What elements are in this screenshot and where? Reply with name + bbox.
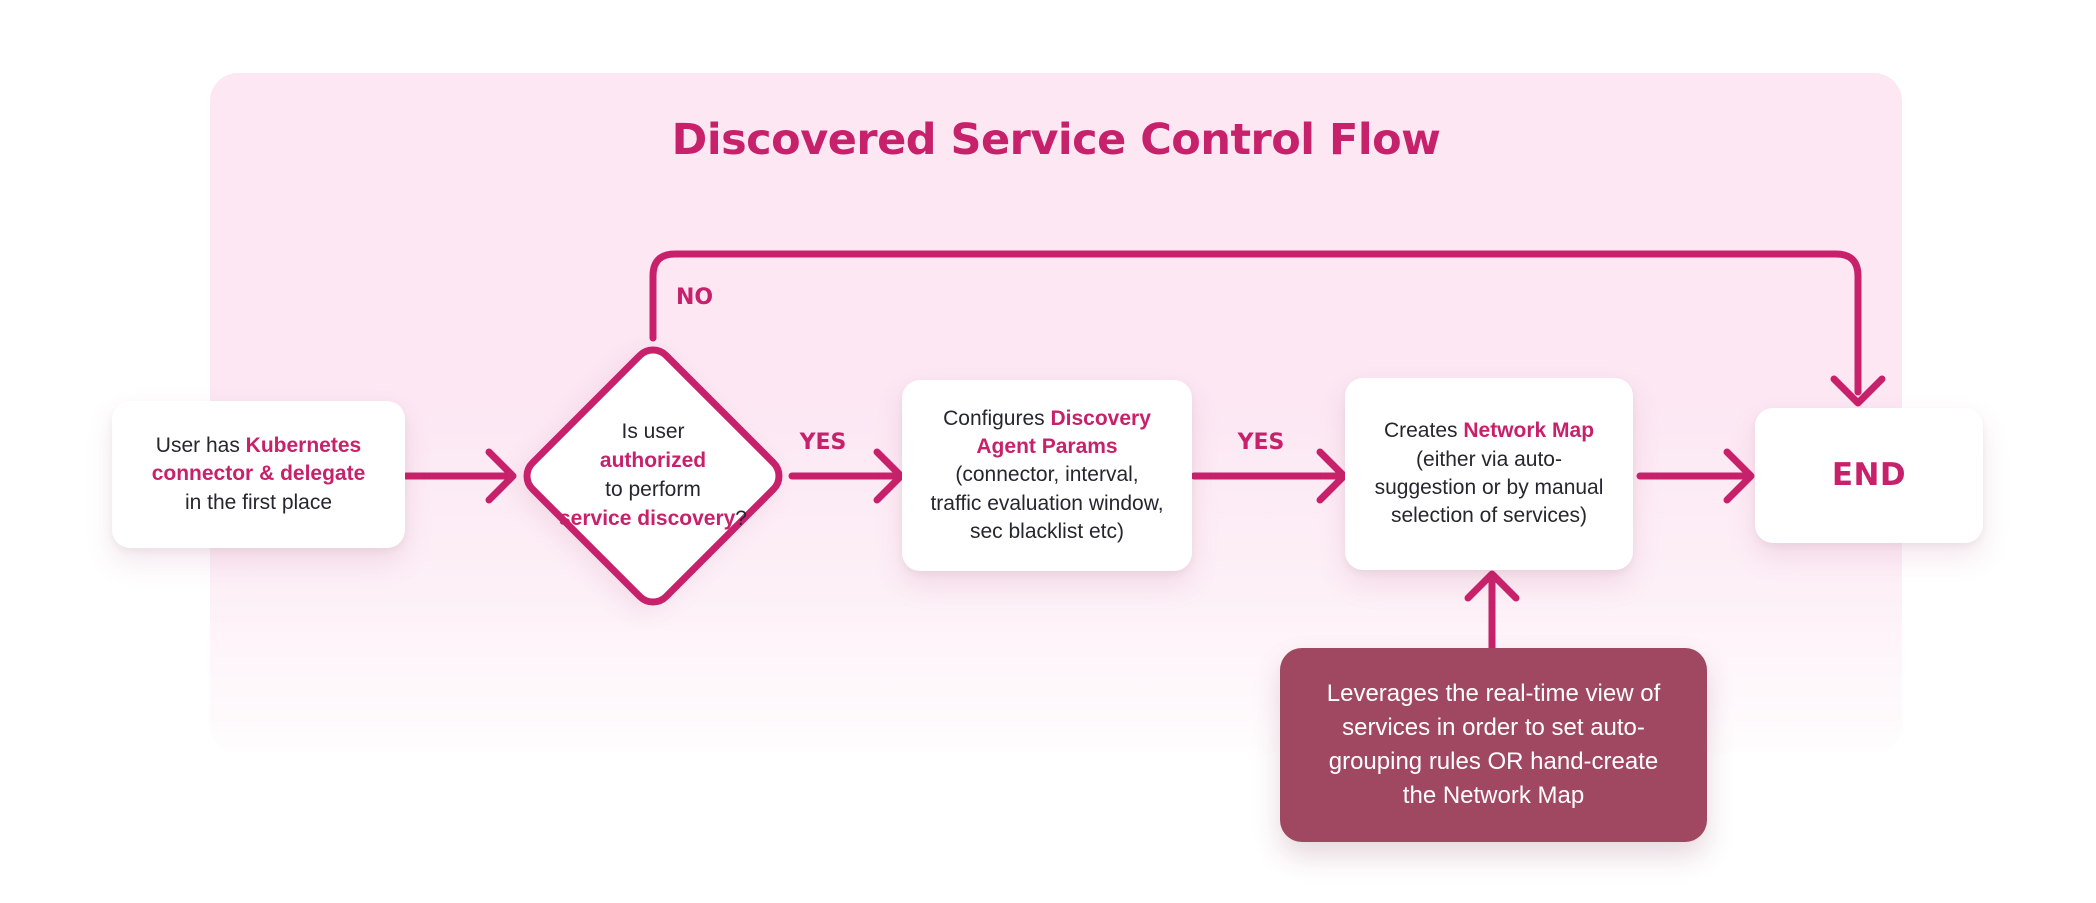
text-line: connector & delegate: [151, 462, 366, 486]
start-node-text: User has Kubernetes connector & delegate…: [152, 432, 366, 517]
edge-label-yes-1: YES: [799, 430, 847, 455]
end-node: END: [1755, 408, 1983, 543]
create-network-map-node: Creates Network Map (either via auto- su…: [1345, 378, 1633, 570]
text-line: authorized: [599, 449, 707, 473]
edge-label-no: NO: [676, 285, 714, 310]
edge-label-yes-2: YES: [1237, 430, 1285, 455]
text-line: Creates Network Map: [1383, 419, 1595, 443]
end-node-label: END: [1831, 456, 1907, 493]
text-line: Leverages the real-time view of: [1326, 679, 1661, 707]
text-line: suggestion or by manual: [1374, 476, 1604, 499]
text-line: selection of services): [1390, 504, 1588, 528]
text-line: Configures Discovery: [943, 406, 1151, 430]
text-line: Is user: [621, 420, 685, 444]
diagram-title: Discovered Service Control Flow: [671, 115, 1441, 165]
configure-params-node: Configures Discovery Agent Params (conne…: [902, 380, 1192, 571]
note-callout: Leverages the real-time view of services…: [1280, 648, 1707, 842]
text-line: grouping rules OR hand-create: [1328, 748, 1659, 775]
start-node: User has Kubernetes connector & delegate…: [112, 401, 405, 548]
text-line: to perform: [605, 478, 701, 501]
text-line: traffic evaluation window,: [930, 491, 1164, 515]
text-line: (either via auto-: [1416, 447, 1562, 471]
text-line: Agent Params: [976, 434, 1118, 458]
text-line: services in order to set auto-: [1342, 713, 1645, 741]
text-line: service discovery?: [559, 506, 747, 530]
text-line: the Network Map: [1402, 782, 1585, 810]
text-line: (connector, interval,: [955, 463, 1139, 487]
text-line: sec blacklist etc): [969, 520, 1125, 544]
decision-node-text: Is user authorized to perform service di…: [543, 378, 763, 574]
text-line: User has Kubernetes: [155, 433, 362, 457]
configure-params-node-text: Configures Discovery Agent Params (conne…: [930, 405, 1163, 547]
create-network-map-node-text: Creates Network Map (either via auto- su…: [1375, 417, 1604, 530]
text-line: in the first place: [184, 490, 333, 514]
